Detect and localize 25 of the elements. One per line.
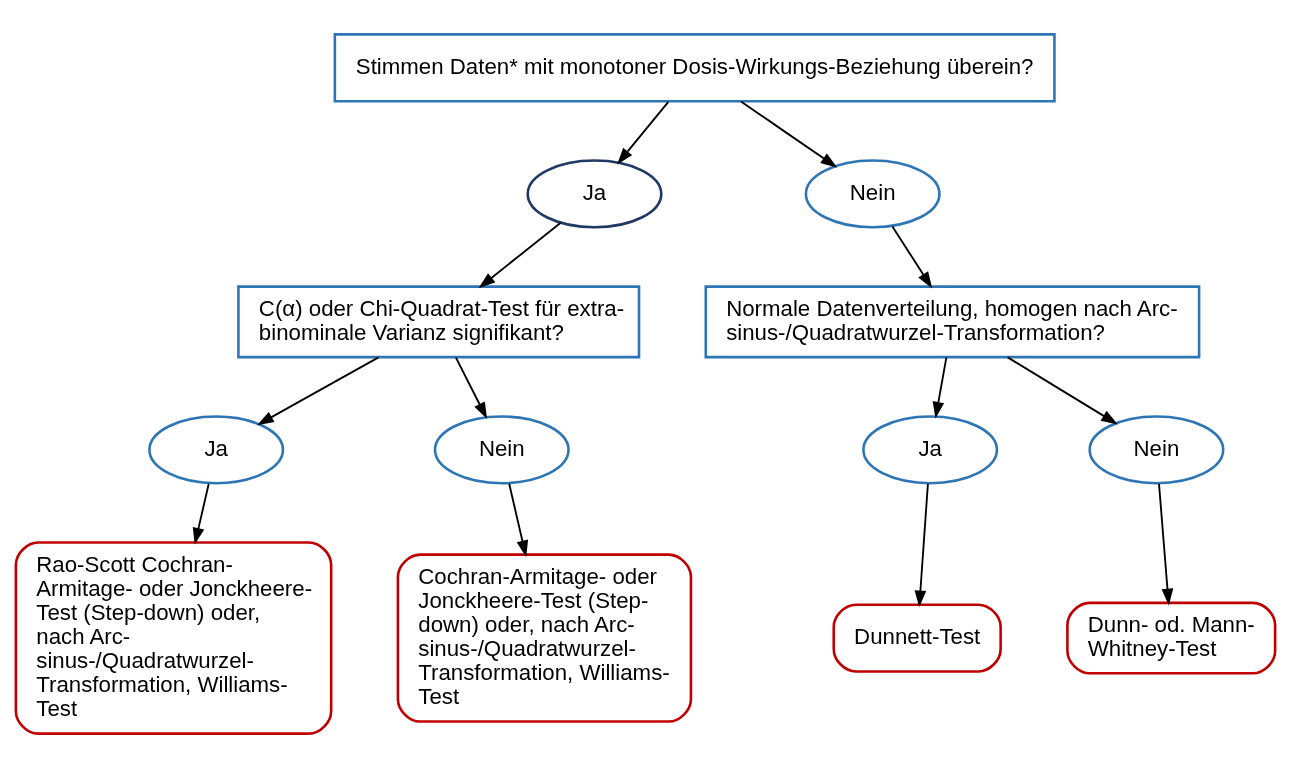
arrow bbox=[914, 482, 929, 607]
node-box: Rao-Scott Cochran-Armitage- oder Jonckheere-Test (Step-down) oder, nach Arc-sinus-/Quadratwurzel-Transformation, Williams-Test bbox=[14, 540, 333, 735]
node-box: Dunn- od. Mann-Whitney-Test bbox=[1066, 601, 1277, 675]
node-ellipse: Nein bbox=[1088, 414, 1225, 485]
arrow bbox=[478, 221, 562, 288]
node-box: Dunnett-Test bbox=[832, 602, 1002, 673]
arrow bbox=[192, 482, 210, 545]
node-box: Stimmen Daten* mit monotoner Dosis-Wirkungs-Beziehung überein? bbox=[333, 32, 1056, 102]
arrow bbox=[455, 356, 488, 419]
arrow bbox=[1006, 355, 1118, 424]
node-box: Cochran-Armitage- oder Jonckheere-Test (Step-down) oder, nach Arc-sinus-/Quadratwurzel-Transformation, Williams-Test bbox=[396, 552, 693, 723]
node-ellipse: Ja bbox=[526, 158, 663, 229]
node-ellipse: Nein bbox=[804, 158, 941, 229]
node-ellipse: Nein bbox=[433, 414, 570, 485]
arrow bbox=[617, 100, 670, 164]
node-ellipse: Ja bbox=[148, 414, 285, 485]
arrow bbox=[1158, 482, 1174, 605]
arrow bbox=[891, 225, 933, 288]
arrow bbox=[257, 355, 380, 425]
arrow bbox=[932, 356, 948, 419]
node-box: C(α) oder Chi-Quadrat-Test für extra-binominale Varianz signifikant? bbox=[237, 284, 641, 358]
arrow bbox=[508, 482, 529, 557]
arrow bbox=[740, 100, 838, 168]
node-ellipse: Ja bbox=[862, 414, 999, 485]
node-box: Normale Datenverteilung, homogen nach Arc-sinus-/Quadratwurzel-Transformation? bbox=[704, 284, 1201, 358]
